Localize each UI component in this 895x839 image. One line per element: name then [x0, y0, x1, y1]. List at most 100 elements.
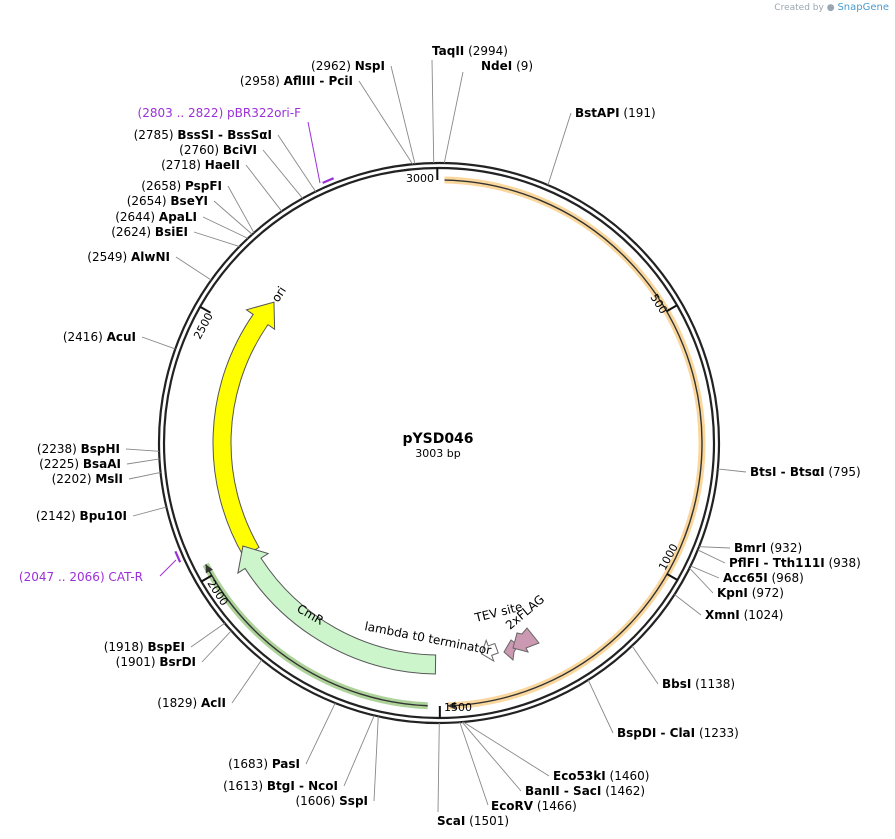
site-label-banii-saci[interactable]: BanII - SacI (1462)	[525, 784, 645, 798]
site-label-bsssi-bsss-i[interactable]: (2785) BssSI - BssSαI	[134, 128, 272, 142]
site-connector-btgi-ncoi	[343, 715, 375, 787]
site-connector-taqii	[431, 59, 435, 164]
site-label-bbsi[interactable]: BbsI (1138)	[662, 677, 735, 691]
site-label-acli[interactable]: (1829) AclI	[157, 696, 226, 710]
ruler-tick-500	[666, 304, 678, 313]
orf-arrow-0	[447, 701, 456, 710]
site-connector-scai	[437, 722, 440, 813]
site-connector-btsi-bts-i	[717, 468, 747, 473]
site-connector-bpu10i	[132, 506, 167, 517]
site-connector-kpni	[689, 567, 714, 594]
site-connector-acc65i	[690, 565, 720, 579]
feature-tev-site-arrow	[480, 638, 499, 663]
orf-group	[202, 176, 706, 710]
site-label-scai[interactable]: ScaI (1501)	[437, 814, 509, 828]
site-connector-xmni	[674, 594, 702, 616]
site-label-nspi[interactable]: (2962) NspI	[311, 59, 385, 73]
primer-connector-cat-r	[159, 559, 177, 577]
site-label-acui[interactable]: (2416) AcuI	[63, 330, 136, 344]
site-label-bsaai[interactable]: (2225) BsaAI	[39, 457, 121, 471]
site-label-afliii-pcii[interactable]: (2958) AflIII - PciI	[240, 74, 353, 88]
feature-cmr-arrow	[237, 545, 437, 675]
site-label-bseyi[interactable]: (2654) BseYI	[127, 194, 208, 208]
site-connector-pflfi-tth111i	[697, 549, 726, 564]
site-connector-ndei	[443, 71, 464, 164]
credit-brand: SnapGene	[837, 2, 889, 13]
site-group: TaqII (2994)NdeI (9) (2962) NspI(2958) Af…	[36, 44, 861, 828]
site-connector-bsphi	[125, 448, 160, 452]
site-connector-alwni	[175, 256, 212, 281]
site-connector-haeii	[245, 164, 283, 212]
site-label-bsrdi[interactable]: (1901) BsrDI	[116, 655, 196, 669]
site-label-bstapi[interactable]: BstAPI (191)	[575, 106, 656, 120]
credit-text: Created by	[774, 3, 824, 13]
site-connector-bstapi	[547, 112, 572, 186]
site-label-sspi[interactable]: (1606) SspI	[295, 794, 368, 808]
site-label-bsphi[interactable]: (2238) BspHI	[37, 442, 120, 456]
site-connector-pspfi	[227, 185, 255, 234]
feature-group	[212, 301, 540, 675]
site-label-haeii[interactable]: (2718) HaeII	[161, 158, 240, 172]
ruler-tick-1000	[666, 573, 678, 581]
snapgene-logo-icon: ●	[826, 3, 835, 13]
site-connector-bspei	[190, 622, 225, 648]
ruler-label-3000: 3000	[406, 172, 434, 185]
site-label-bmri[interactable]: BmrI (932)	[734, 541, 802, 555]
site-connector-ecorv	[459, 722, 489, 806]
site-connector-bsssi-bsss-i	[277, 134, 317, 192]
site-label-kpni[interactable]: KpnI (972)	[717, 586, 784, 600]
feature-ori-arrow	[212, 301, 276, 558]
site-connector-banii-saci	[461, 721, 522, 792]
ruler-tick-2500	[199, 305, 212, 314]
feature-label-ori: ori	[269, 284, 289, 305]
site-label-bcivi[interactable]: (2760) BciVI	[179, 143, 257, 157]
site-label-msli[interactable]: (2202) MslI	[52, 472, 123, 486]
primer-bar-cat-r	[174, 550, 182, 563]
site-connector-bcivi	[262, 149, 304, 199]
orf-arrow-1	[205, 564, 213, 574]
site-connector-pasi	[305, 702, 336, 765]
site-connector-bspdi-clai	[587, 679, 614, 734]
site-label-pasi[interactable]: (1683) PasI	[228, 757, 300, 771]
site-connector-acli	[231, 659, 263, 704]
site-label-pflfi-tth111i[interactable]: PflFI - Tth111I (938)	[729, 556, 861, 570]
site-connector-bsrdi	[201, 630, 232, 663]
orf-line-0	[444, 179, 703, 707]
site-label-btgi-ncoi[interactable]: (1613) BtgI - NcoI	[223, 779, 338, 793]
site-label-apali[interactable]: (2644) ApaLI	[115, 210, 197, 224]
site-connector-bbsi	[631, 645, 659, 685]
site-label-taqii[interactable]: TaqII (2994)	[432, 44, 508, 58]
site-label-pspfi[interactable]: (2658) PspFI	[141, 179, 222, 193]
site-connector-bsaai	[126, 458, 160, 465]
site-connector-bseyi	[213, 200, 253, 235]
site-connector-bsiei	[193, 231, 240, 247]
ruler-tick-2000	[200, 574, 213, 583]
site-connector-nspi	[390, 65, 416, 165]
site-label-btsi-bts-i[interactable]: BtsI - BtsαI (795)	[750, 465, 861, 479]
orf-highlight-0	[444, 176, 706, 710]
site-label-bspdi-clai[interactable]: BspDI - ClaI (1233)	[617, 726, 739, 740]
primer-label-pbr322ori-f[interactable]: (2803 .. 2822) pBR322ori-F	[138, 106, 302, 120]
site-label-alwni[interactable]: (2549) AlwNI	[87, 250, 170, 264]
primer-bar-pbr322ori-f	[322, 177, 335, 184]
site-label-bpu10i[interactable]: (2142) Bpu10I	[36, 509, 127, 523]
site-label-ecorv[interactable]: EcoRV (1466)	[491, 799, 577, 813]
site-label-ndei[interactable]: NdeI (9)	[481, 59, 533, 73]
primer-label-cat-r[interactable]: (2047 .. 2066) CAT-R	[19, 570, 143, 584]
site-connector-sspi	[373, 716, 379, 802]
feature-2xflag-arrow	[512, 627, 540, 653]
site-label-bsiei[interactable]: (2624) BsiEI	[111, 225, 188, 239]
site-label-xmni[interactable]: XmnI (1024)	[705, 608, 783, 622]
plasmid-name: pYSD046	[402, 431, 473, 447]
orf-line-1	[205, 564, 428, 707]
site-label-eco53ki[interactable]: Eco53kI (1460)	[553, 769, 649, 783]
site-connector-eco53ki	[463, 721, 550, 777]
site-connector-apali	[202, 216, 249, 239]
site-connector-acui	[141, 336, 176, 350]
site-label-bspei[interactable]: (1918) BspEI	[104, 640, 185, 654]
site-label-acc65i[interactable]: Acc65I (968)	[723, 571, 804, 585]
primer-connector-pbr322ori-f	[307, 121, 321, 184]
site-connector-msli	[128, 471, 161, 480]
ruler-label-1500: 1500	[444, 701, 472, 714]
